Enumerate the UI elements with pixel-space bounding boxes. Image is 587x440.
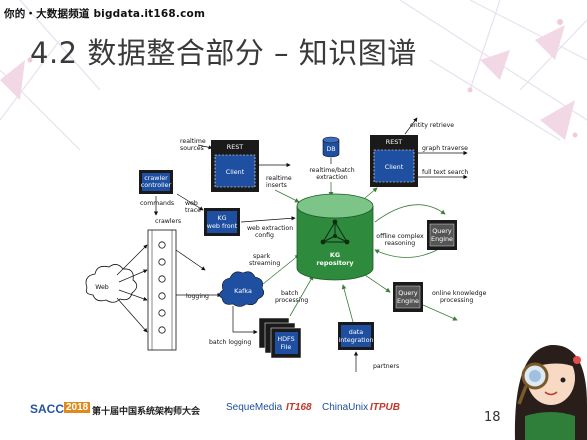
kafka-cloud: Kafka <box>218 271 265 307</box>
web-trace-line2: trace <box>185 207 201 214</box>
web-trace-line1: web <box>185 200 198 207</box>
conference-name: 第十届中国系统架构师大会 <box>92 407 201 417</box>
db-cylinder: DB <box>322 136 340 158</box>
kg-web-front-line1: KG <box>217 214 226 222</box>
query-engine-top-box: Query Engine <box>427 220 457 250</box>
web-cloud: Web <box>85 264 138 303</box>
batch-processing-line1: batch <box>281 290 299 297</box>
online-knowledge-processing-line2: processing <box>440 297 473 304</box>
realtime-inserts-line2: inserts <box>266 182 287 189</box>
query-engine-bottom-box: Query Engine <box>393 282 423 312</box>
realtime-inserts-line1: realtime <box>266 175 292 182</box>
site-watermark: 你的・大数据频道 bigdata.it168.com <box>4 8 206 20</box>
sponsor-itpub: ITPUB <box>370 402 400 413</box>
kg-web-front-box: KG web front <box>204 208 240 236</box>
realtime-sources-line2: sources <box>180 145 204 152</box>
query-engine-top-line1: Query <box>432 227 452 235</box>
hdfs-file-stack: HDFS File <box>258 317 302 359</box>
rest-client-left: REST Client <box>211 140 259 192</box>
full-text-search-label: full text search <box>422 169 468 176</box>
realtime-batch-extraction-line2: extraction <box>316 174 347 181</box>
spark-streaming-line2: streaming <box>249 260 280 267</box>
kg-repository-line2: repository <box>316 259 354 267</box>
hdfs-file-line1: HDFS <box>277 335 294 343</box>
db-label: DB <box>326 145 335 153</box>
page-number: 18 <box>484 410 501 425</box>
batch-processing-line2: processing <box>275 297 308 304</box>
kg-repository-line1: KG <box>330 251 340 259</box>
client-left-label: Client <box>226 168 245 176</box>
data-integration-line1: data <box>349 328 363 336</box>
offline-complex-reasoning-line2: reasoning <box>385 240 416 247</box>
sacc-year-badge: 2018 <box>64 402 91 413</box>
online-knowledge-processing-line1: online knowledge <box>432 290 487 297</box>
realtime-sources-line1: realtime <box>180 138 206 145</box>
batch-logging-label: batch logging <box>209 339 251 346</box>
rest-left-label: REST <box>227 143 244 151</box>
sponsor-sequemedia: SequeMedia <box>226 402 283 413</box>
query-engine-bottom-line1: Query <box>398 289 418 297</box>
crawler-controller-box: crawler controller <box>139 170 173 194</box>
crawlers-column <box>147 229 177 351</box>
client-right-label: Client <box>385 163 404 171</box>
web-extraction-config-line2: config <box>255 232 274 239</box>
hdfs-file-line2: File <box>281 343 292 351</box>
realtime-batch-extraction-line1: realtime/batch <box>309 167 354 174</box>
entity-retrieve-label: entity retrieve <box>410 122 454 129</box>
kg-repository-cylinder: KG repository <box>296 193 374 281</box>
query-engine-top-line2: Engine <box>431 235 453 243</box>
data-integration-line2: integration <box>338 336 373 344</box>
spark-streaming-line1: spark <box>253 253 270 260</box>
crawler-controller-line2: controller <box>141 181 172 189</box>
knowledge-graph-architecture-diagram: Web crawler controller commands crawlers <box>85 117 487 372</box>
sacc-logo: SACC <box>30 402 65 416</box>
rest-client-right: REST Client <box>370 135 418 187</box>
kafka-label: Kafka <box>234 287 252 295</box>
offline-complex-reasoning-line1: offline complex <box>376 233 424 240</box>
partners-label: partners <box>373 363 399 370</box>
sponsor-it168: IT168 <box>286 402 312 413</box>
graph-traverse-label: graph traverse <box>422 145 468 152</box>
rest-right-label: REST <box>386 138 403 146</box>
sponsor-chinaunix: ChinaUnix <box>322 402 369 413</box>
data-integration-box: data integration <box>338 322 374 350</box>
slide-title: 4.2 数据整合部分 – 知识图谱 <box>30 36 417 70</box>
crawlers-label: crawlers <box>155 218 181 225</box>
kg-web-front-line2: web front <box>207 222 238 230</box>
web-label: Web <box>95 284 109 291</box>
logging-label: logging <box>186 293 209 300</box>
web-extraction-config-line1: web extraction <box>247 225 293 232</box>
commands-label: commands <box>140 200 174 207</box>
crawler-controller-line1: crawler <box>144 174 168 182</box>
query-engine-bottom-line2: Engine <box>397 297 419 305</box>
cartoon-girl-magnifier-illustration <box>514 344 587 440</box>
